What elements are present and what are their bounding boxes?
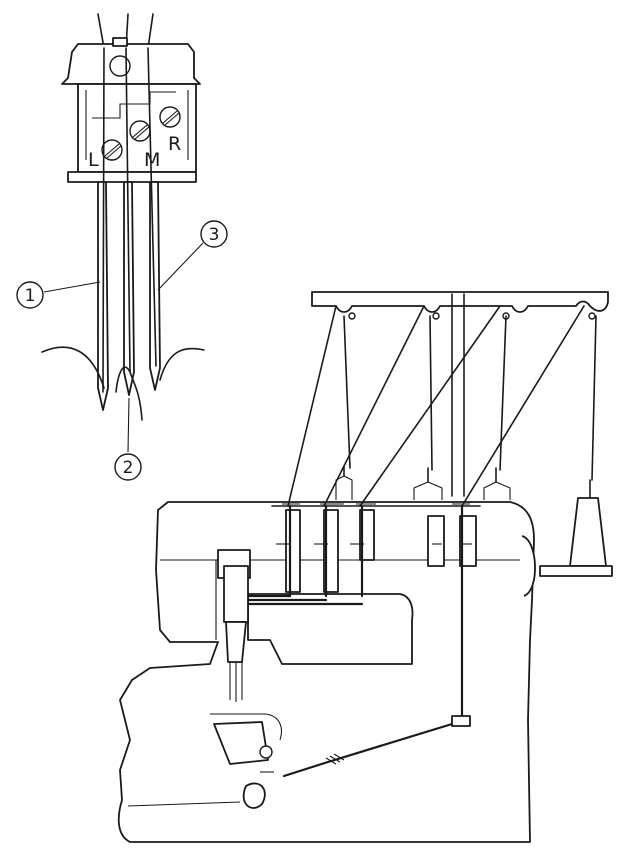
callout-3-number: 3: [209, 225, 220, 245]
callout-2: [114, 453, 142, 481]
needle-label-middle: M: [144, 149, 160, 171]
thread-cone: [569, 497, 607, 567]
needle-bar-cap: [61, 43, 201, 85]
thread-guide-bar: [311, 291, 609, 313]
callout-1: [16, 281, 44, 309]
needle-label-left: L: [88, 149, 99, 171]
set-screw-icon: [109, 55, 131, 77]
callout-3: [200, 220, 228, 248]
callout-1-number: 1: [25, 286, 36, 306]
callout-2-number: 2: [123, 458, 134, 478]
needle-clamp-detail: L M R 1 2 3: [16, 13, 228, 481]
machine-body: [117, 501, 535, 843]
serger-machine: [117, 291, 613, 843]
needle-label-right: R: [168, 133, 181, 155]
